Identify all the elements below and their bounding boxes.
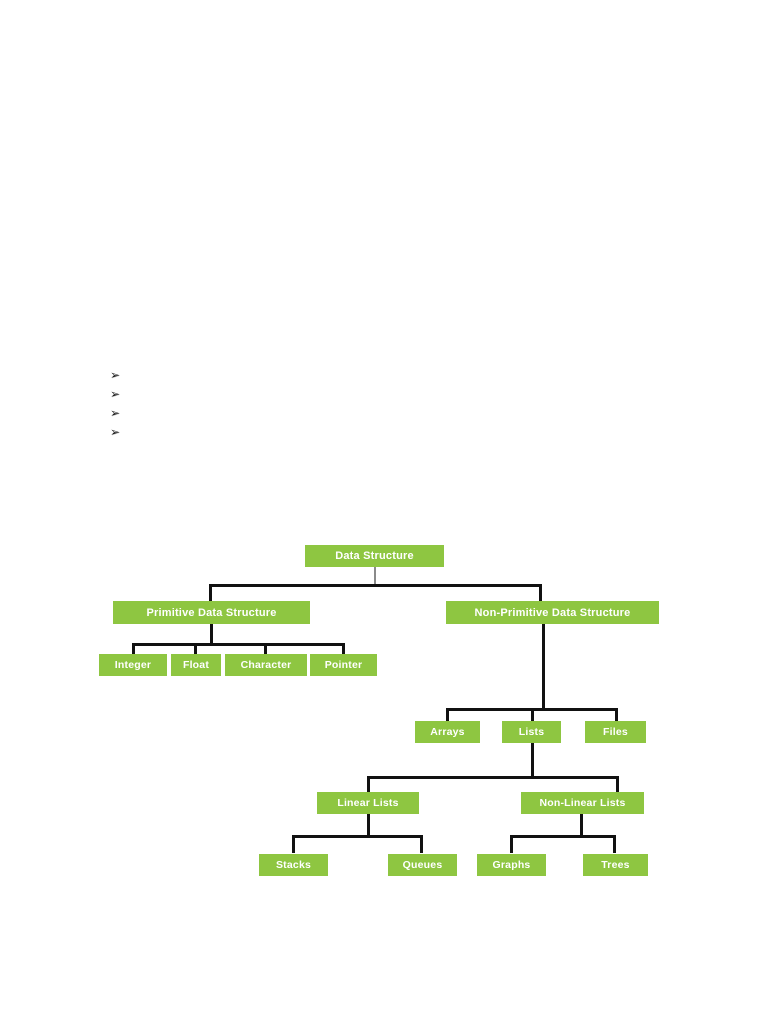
connector-linear-to-queues (420, 835, 423, 853)
node-linear-lists[interactable]: Linear Lists (317, 792, 419, 814)
connector-primitive-to-pointer (342, 643, 345, 655)
connector-non-primitive-to-files (615, 708, 618, 722)
node-float[interactable]: Float (171, 654, 221, 676)
node-non-primitive-data-structure[interactable]: Non-Primitive Data Structure (446, 601, 659, 624)
connector-root-stem (374, 567, 376, 586)
arrow-bullet-icon: ➢ (110, 406, 121, 420)
bullet-list: ➢ ➢ ➢ ➢ (110, 368, 510, 444)
connector-non-primitive-to-lists (531, 708, 534, 722)
connector-primitive-stem (210, 624, 213, 646)
connector-non-linear-to-trees (613, 835, 616, 853)
connector-primitive-to-float (194, 643, 197, 655)
node-files[interactable]: Files (585, 721, 646, 743)
connector-linear-bus (292, 835, 423, 838)
list-item: ➢ (110, 425, 510, 444)
connector-linear-stem (367, 814, 370, 837)
list-item: ➢ (110, 368, 510, 387)
connector-non-primitive-stem (542, 624, 545, 710)
connector-non-primitive-to-arrays (446, 708, 449, 722)
node-queues[interactable]: Queues (388, 854, 457, 876)
connector-non-linear-stem (580, 814, 583, 837)
connector-linear-to-stacks (292, 835, 295, 853)
list-item: ➢ (110, 387, 510, 406)
connector-lists-bus (367, 776, 619, 779)
node-primitive-data-structure[interactable]: Primitive Data Structure (113, 601, 310, 624)
node-trees[interactable]: Trees (583, 854, 648, 876)
node-stacks[interactable]: Stacks (259, 854, 328, 876)
node-integer[interactable]: Integer (99, 654, 167, 676)
node-arrays[interactable]: Arrays (415, 721, 480, 743)
node-data-structure[interactable]: Data Structure (305, 545, 444, 567)
connector-non-linear-to-graphs (510, 835, 513, 853)
arrow-bullet-icon: ➢ (110, 425, 121, 439)
arrow-bullet-icon: ➢ (110, 387, 121, 401)
node-graphs[interactable]: Graphs (477, 854, 546, 876)
node-non-linear-lists[interactable]: Non-Linear Lists (521, 792, 644, 814)
node-character[interactable]: Character (225, 654, 307, 676)
arrow-bullet-icon: ➢ (110, 368, 121, 382)
connector-root-bus (209, 584, 542, 587)
connector-primitive-to-character (264, 643, 267, 655)
connector-non-linear-bus (510, 835, 616, 838)
connector-primitive-bus (132, 643, 345, 646)
node-pointer[interactable]: Pointer (310, 654, 377, 676)
connector-lists-stem (531, 722, 534, 778)
node-lists[interactable]: Lists (502, 721, 561, 743)
list-item: ➢ (110, 406, 510, 425)
connector-lists-to-non-linear (616, 776, 619, 792)
connector-root-to-non-primitive (539, 584, 542, 602)
connector-root-to-primitive (209, 584, 212, 602)
connector-lists-to-linear (367, 776, 370, 792)
connector-primitive-to-integer (132, 643, 135, 655)
